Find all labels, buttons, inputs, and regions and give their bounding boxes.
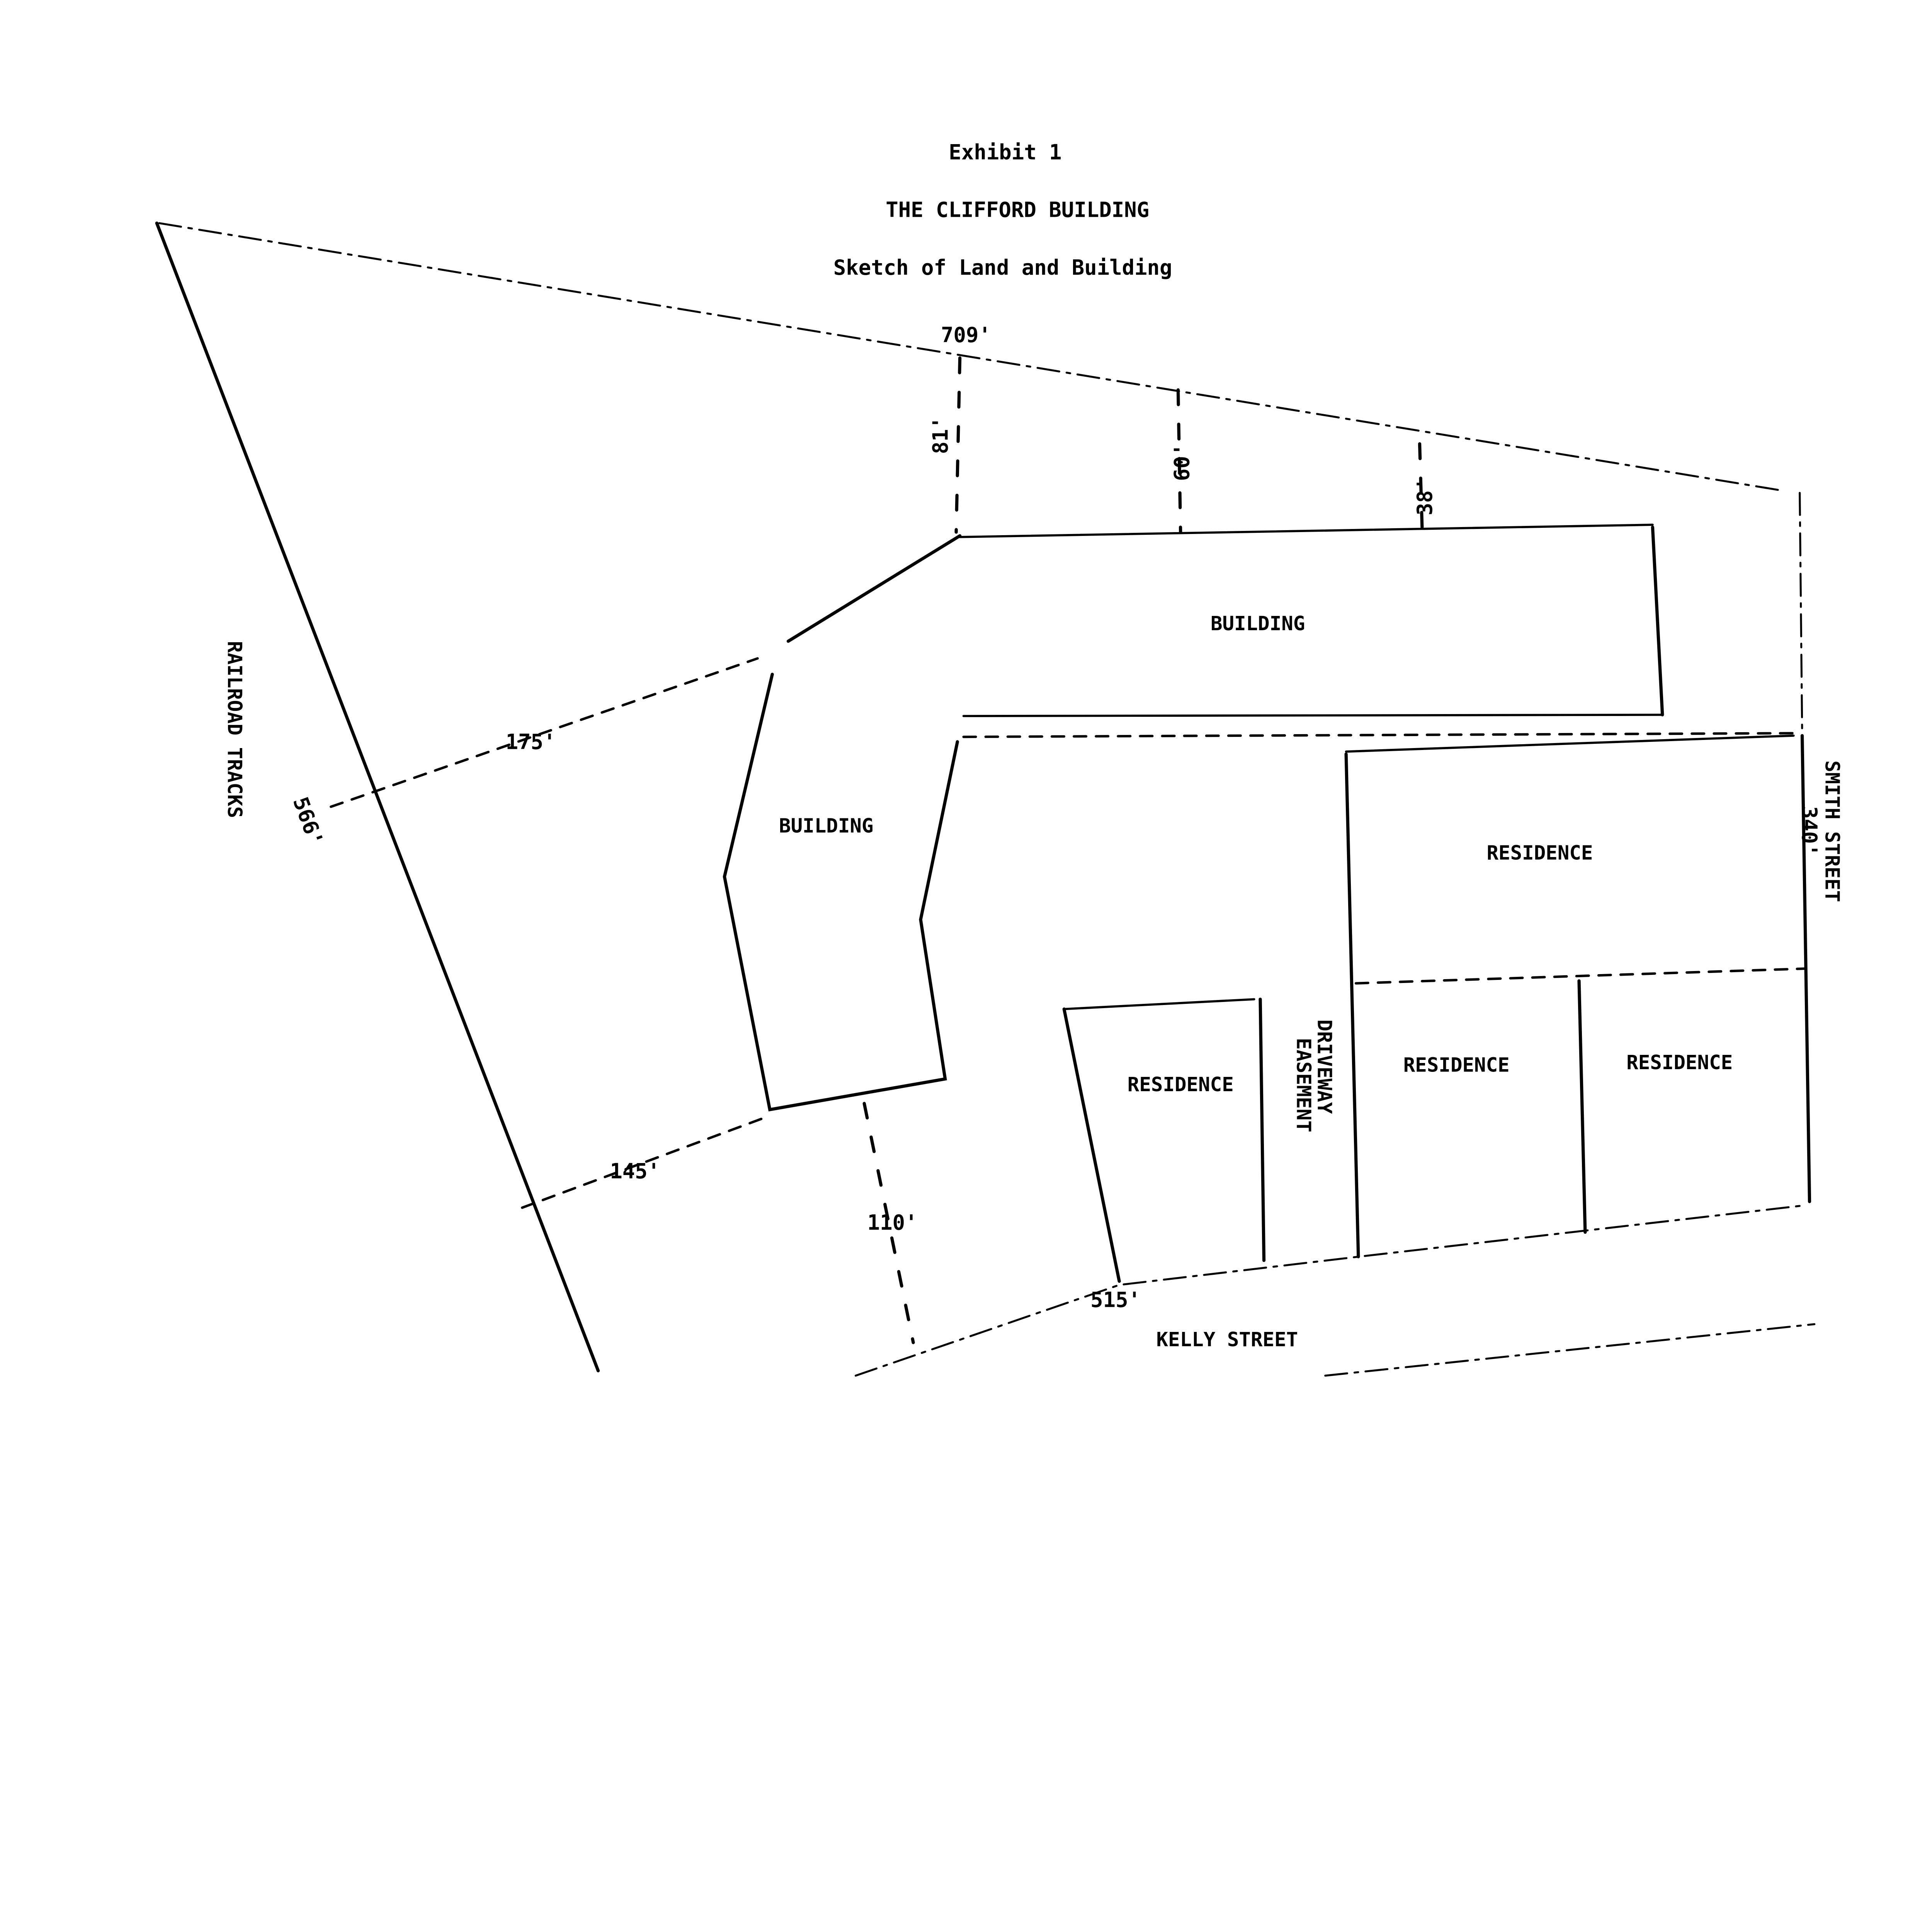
smith-frontage-dimension: 340'	[1797, 806, 1821, 856]
residence-left-label: RESIDENCE	[1128, 1073, 1234, 1096]
railroad-boundary-line	[155, 221, 600, 1372]
building-wing-label: BUILDING	[779, 815, 873, 837]
driveway-easement-label-2: EASEMENT	[1293, 1038, 1315, 1132]
width-175-line	[330, 657, 759, 808]
kelly-street-south-line	[1324, 1323, 1816, 1377]
residence-middle-divider	[1577, 979, 1587, 1234]
building-main-south-wall	[962, 714, 1664, 717]
north-boundary-dimension: 709'	[941, 323, 991, 347]
kelly-frontage-dimension: 515'	[1090, 1287, 1141, 1312]
building-main-diagonal-wall	[786, 534, 962, 643]
width-175-dimension: 175'	[506, 730, 556, 754]
railroad-tracks-label: RAILROAD TRACKS	[223, 641, 246, 818]
residence-middle-label: RESIDENCE	[1403, 1053, 1510, 1076]
document-subtitle: Sketch of Land and Building	[833, 255, 1172, 280]
building-main-north-wall	[959, 524, 1654, 538]
railroad-side-dimension: 566'	[288, 794, 328, 849]
setback-38-line	[1418, 442, 1424, 529]
width-145-dimension: 145'	[610, 1159, 660, 1183]
exhibit-number: Exhibit 1	[949, 140, 1061, 164]
building-wing-outline	[723, 673, 959, 1112]
setback-38-dimension: 38'	[1413, 478, 1437, 515]
north-boundary-line	[158, 222, 1782, 492]
residence-right-label: RESIDENCE	[1626, 1051, 1733, 1074]
residence-top-north-wall	[1345, 734, 1795, 753]
building-main-label: BUILDING	[1211, 612, 1305, 635]
document-title: THE CLIFFORD BUILDING	[886, 198, 1149, 222]
site-sketch: Exhibit 1 THE CLIFFORD BUILDING Sketch o…	[155, 140, 1844, 1377]
residence-left-west-wall	[1062, 1007, 1121, 1283]
residence-divider-line	[1354, 967, 1807, 985]
kelly-street-label: KELLY STREET	[1156, 1328, 1298, 1351]
smith-street-boundary-upper	[1799, 492, 1803, 737]
width-145-line	[521, 1114, 771, 1209]
smith-street-label: SMITH STREET	[1821, 760, 1844, 902]
residence-top-right-label: RESIDENCE	[1486, 841, 1593, 864]
setback-110-dimension: 110'	[867, 1211, 918, 1235]
setback-110-line	[862, 1102, 915, 1344]
driveway-easement-label-1: DRIVEWAY	[1313, 1019, 1336, 1114]
setback-81-dimension: 81'	[928, 417, 952, 454]
kelly-street-north-line	[854, 1204, 1807, 1377]
building-wing-north-line	[962, 732, 1795, 738]
setback-60-dimension: 60'	[1170, 444, 1194, 481]
building-main-east-wall	[1651, 526, 1664, 717]
driveway-east-wall	[1344, 752, 1360, 1259]
setback-60-line	[1176, 388, 1182, 534]
setback-81-line	[954, 356, 962, 534]
residence-left-east-wall	[1259, 997, 1266, 1262]
residence-left-north-wall	[1063, 998, 1255, 1010]
